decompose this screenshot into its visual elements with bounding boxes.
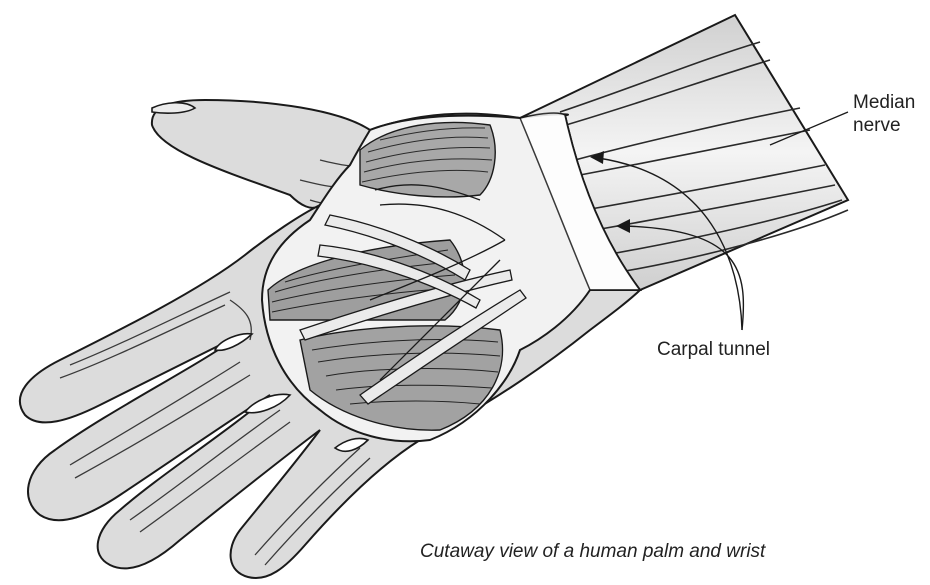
median-nerve-label-line1: Median bbox=[853, 92, 915, 115]
carpal-tunnel-label: Carpal tunnel bbox=[657, 339, 770, 362]
figure-caption: Cutaway view of a human palm and wrist bbox=[420, 541, 765, 563]
median-nerve-label: Median nerve bbox=[853, 92, 915, 138]
median-nerve-label-line2: nerve bbox=[853, 115, 915, 138]
